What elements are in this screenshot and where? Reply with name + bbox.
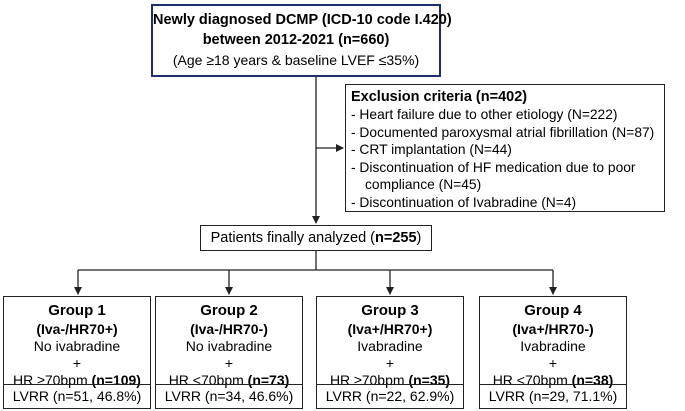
analyzed-close: ) [416,230,422,246]
group-drug: No ivabradine [33,338,121,354]
group-drug: No ivabradine [185,338,273,354]
exclusion-item: - Discontinuation of HF medication due t… [351,159,636,175]
analyzed-label: Patients finally analyzed ( [210,230,376,246]
group-plus: + [224,354,234,371]
cohort-title: Newly diagnosed DCMP (ICD-10 code I.420) [153,12,452,28]
group-subtitle: (Iva-/HR70+) [36,321,118,337]
group-subtitle: (Iva+/HR70-) [512,321,594,337]
analyzed-count: n=255 [375,230,417,246]
group-title: Group 2 [200,302,258,319]
group-box-2: Group 2 (Iva-/HR70-) No ivabradine + HR … [155,296,303,409]
exclusion-item: - Documented paroxysmal atrial fibrillat… [351,124,655,140]
group-subtitle: (Iva-/HR70-) [190,321,268,337]
group-plus: + [548,354,558,371]
exclusion-box: Exclusion criteria (n=402) - Heart failu… [345,84,665,212]
group-drug: Ivabradine [520,338,586,354]
group-title: Group 3 [361,302,419,319]
group-drug: Ivabradine [357,338,423,354]
analyzed-box: Patients finally analyzed (n=255) [200,225,432,251]
group-title: Group 1 [48,302,106,319]
group-box-4: Group 4 (Iva+/HR70-) Ivabradine + HR <70… [479,296,627,409]
group-plus: + [72,354,82,371]
group-lvrr: LVRR (n=29, 71.1%) [480,384,626,408]
group-box-1: Group 1 (Iva-/HR70+) No ivabradine + HR … [3,296,151,409]
group-subtitle: (Iva+/HR70+) [347,321,433,337]
exclusion-item-continuation: compliance (N=45) [365,177,482,193]
group-title: Group 4 [524,302,582,319]
exclusion-item: - Heart failure due to other etiology (N… [351,107,618,122]
group-box-3: Group 3 (Iva+/HR70+) Ivabradine + HR ≥70… [316,296,464,409]
exclusion-item: - CRT implantation (N=44) [351,142,512,158]
exclusion-title: Exclusion criteria (n=402) [351,89,528,105]
cohort-box: Newly diagnosed DCMP (ICD-10 code I.420)… [151,4,452,77]
group-lvrr: LVRR (n=51, 46.8%) [4,384,150,408]
group-plus: + [385,354,395,371]
cohort-criteria: (Age ≥18 years & baseline LVEF ≤35%) [172,52,420,68]
exclusion-item: - Discontinuation of Ivabradine (N=4) [351,194,577,210]
group-lvrr: LVRR (n=34, 46.6%) [156,384,302,408]
group-lvrr: LVRR (n=22, 62.9%) [317,384,463,408]
cohort-period: between 2012-2021 (n=660) [202,32,390,48]
